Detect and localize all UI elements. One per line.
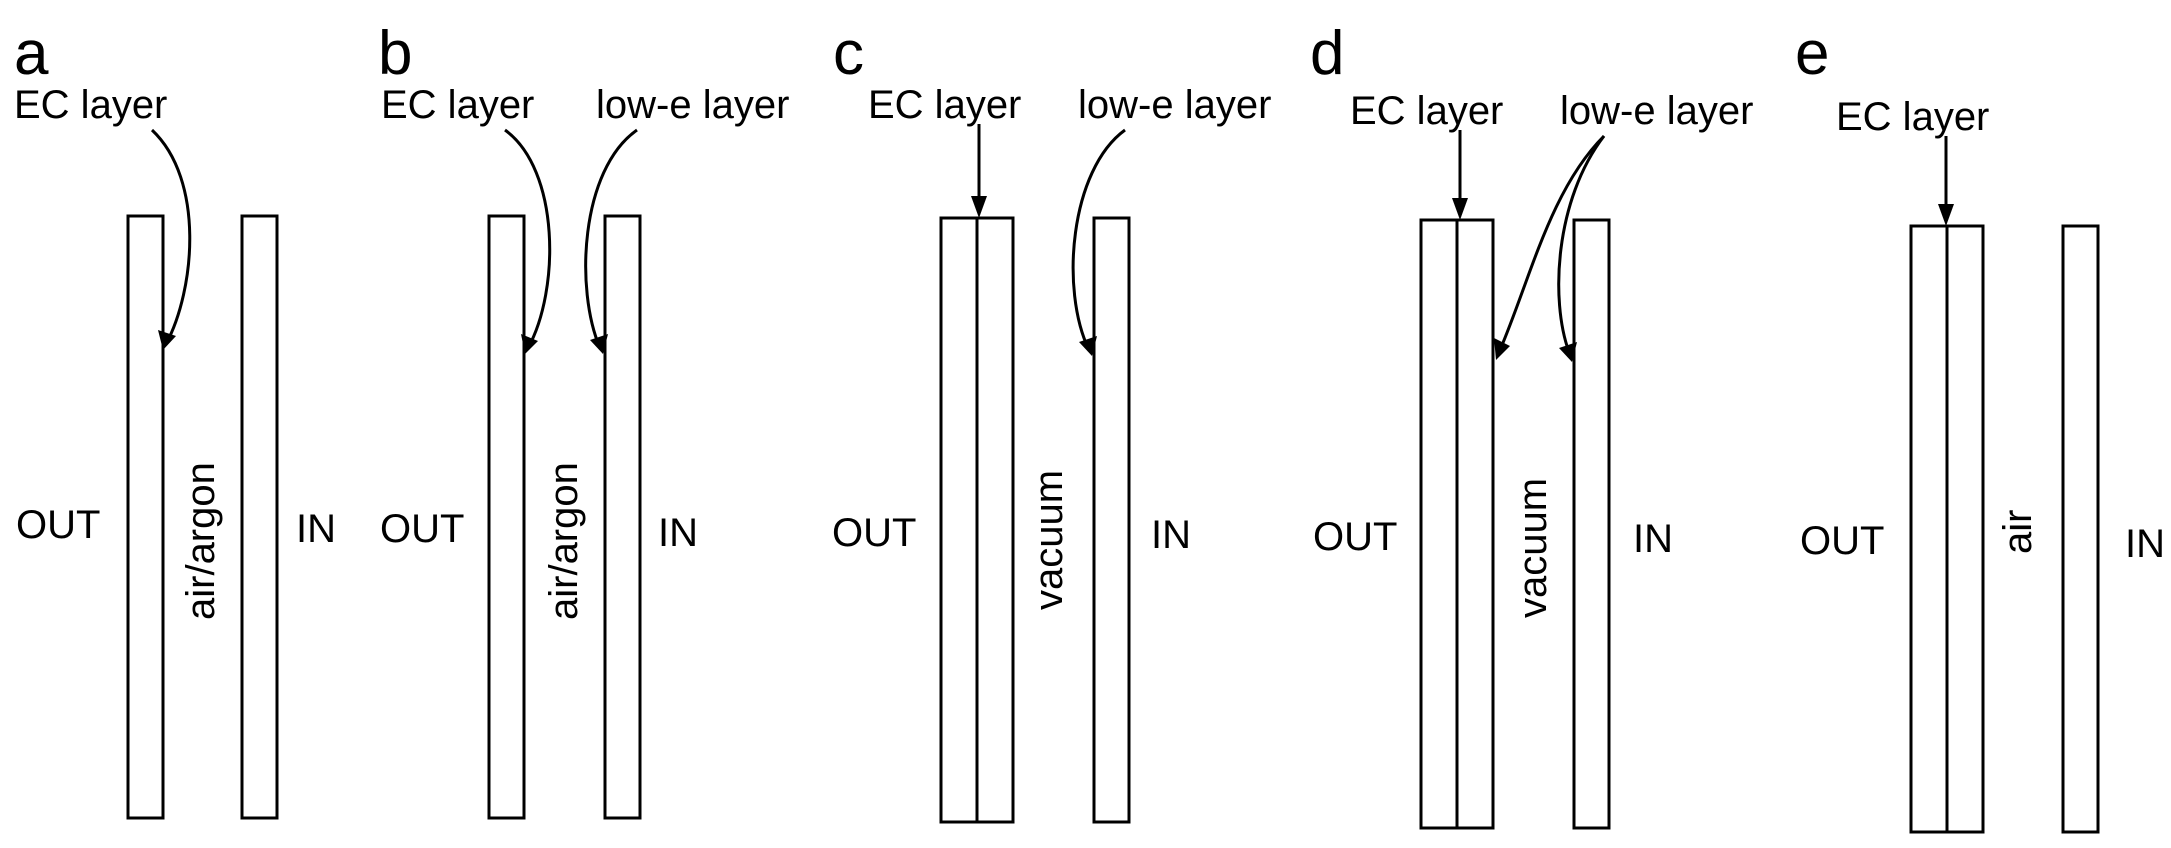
inner-glass-pane xyxy=(1572,218,1611,830)
low-e-layer-arrow xyxy=(1071,128,1126,351)
panel-label-a: a xyxy=(14,19,49,88)
gap-fill-label: air/argon xyxy=(179,462,223,620)
outside-label: OUT xyxy=(16,503,100,547)
panel-d: d EC layer low-e layer OUT IN vacuum xyxy=(1310,19,1753,830)
ec-layer-arrowhead xyxy=(971,196,987,218)
inside-label: IN xyxy=(1151,513,1191,557)
low-e-layer-arrowhead xyxy=(590,334,608,354)
outside-label: OUT xyxy=(832,511,916,555)
gap-fill-label: air/argon xyxy=(542,462,586,620)
ec-layer-label: EC layer xyxy=(1836,95,1989,139)
panel-a: a EC layer OUT IN air/argon xyxy=(14,19,336,820)
middle-glass-pane xyxy=(1945,224,1985,834)
inner-glass-pane xyxy=(1092,216,1131,824)
ec-layer-arrow xyxy=(150,128,192,345)
ec-layer-label: EC layer xyxy=(1350,89,1503,133)
panel-label-c: c xyxy=(833,19,864,88)
outer-glass-pane xyxy=(487,214,526,820)
inner-glass-pane xyxy=(603,214,642,820)
low-e-layer-label: low-e layer xyxy=(1078,83,1271,127)
outer-glass-pane xyxy=(939,216,979,824)
ec-layer-label: EC layer xyxy=(868,83,1021,127)
low-e-layer-arrowhead xyxy=(1079,336,1097,356)
outer-glass-pane xyxy=(1909,224,1949,834)
inner-glass-pane xyxy=(240,214,279,820)
inside-label: IN xyxy=(296,507,336,551)
middle-glass-pane xyxy=(1455,218,1495,830)
outer-glass-pane xyxy=(126,214,165,820)
outside-label: OUT xyxy=(1313,515,1397,559)
ec-layer-label: EC layer xyxy=(381,83,534,127)
ec-layer-arrowhead xyxy=(521,334,538,354)
inner-glass-pane xyxy=(2061,224,2100,834)
ec-layer-arrowhead xyxy=(158,330,176,350)
panel-c: c EC layer low-e layer OUT IN vacuum xyxy=(832,19,1271,824)
panel-label-d: d xyxy=(1310,19,1344,88)
low-e-layer-arrowhead-inner xyxy=(1559,342,1577,362)
middle-glass-pane xyxy=(975,216,1015,824)
panel-e: e EC layer OUT IN air xyxy=(1795,19,2165,834)
gap-fill-label: vacuum xyxy=(1027,470,1071,610)
low-e-layer-arrow-to-middle-pane xyxy=(1498,134,1606,351)
ec-layer-arrowhead xyxy=(1452,198,1468,220)
inside-label: IN xyxy=(658,511,698,555)
ec-layer-label: EC layer xyxy=(14,83,167,127)
outside-label: OUT xyxy=(1800,519,1884,563)
low-e-layer-arrow xyxy=(584,128,638,349)
inside-label: IN xyxy=(2125,522,2165,566)
panel-label-e: e xyxy=(1795,19,1829,88)
low-e-layer-arrow-to-inner-pane xyxy=(1557,135,1606,353)
low-e-layer-arrowhead-middle xyxy=(1494,338,1510,360)
outer-glass-pane xyxy=(1419,218,1459,830)
low-e-layer-label: low-e layer xyxy=(1560,89,1753,133)
panel-label-b: b xyxy=(378,19,412,88)
outside-label: OUT xyxy=(380,507,464,551)
gap-fill-label: air xyxy=(1996,510,2040,554)
low-e-layer-label: low-e layer xyxy=(596,83,789,127)
inside-label: IN xyxy=(1633,517,1673,561)
gap-fill-label: vacuum xyxy=(1511,478,1555,618)
ec-layer-arrowhead xyxy=(1938,204,1954,226)
panel-b: b EC layer low-e layer OUT IN air/argon xyxy=(378,19,789,820)
ec-layer-arrow xyxy=(504,128,552,349)
